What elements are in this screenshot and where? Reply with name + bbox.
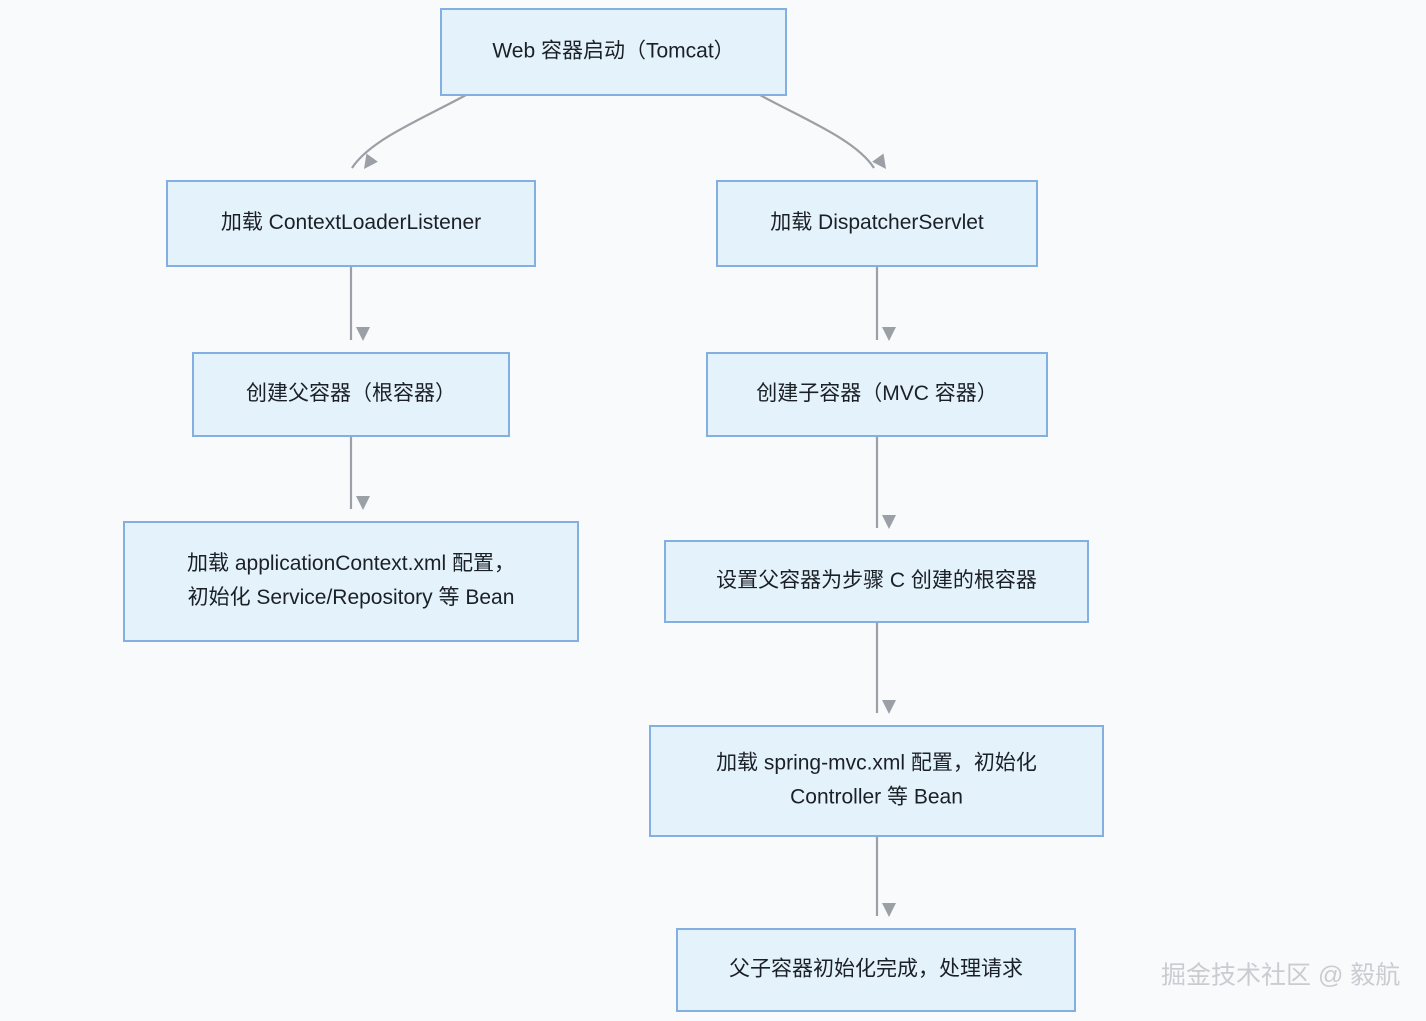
edge-arrowhead <box>882 903 896 917</box>
edges-layer <box>349 94 896 917</box>
node-set-parent[interactable]: 设置父容器为步骤 C 创建的根容器 <box>664 540 1089 623</box>
node-box[interactable] <box>706 352 1048 437</box>
node-label: Controller 等 Bean <box>790 786 963 809</box>
edge-arrowhead <box>882 515 896 529</box>
node-label: 初始化 Service/Repository 等 Bean <box>188 586 515 609</box>
edge-listener-to-root <box>349 266 370 341</box>
edge-line <box>759 94 875 169</box>
edge-start-to-listener <box>351 94 467 169</box>
edge-arrowhead <box>882 327 896 341</box>
node-box[interactable] <box>192 352 510 437</box>
node-box[interactable] <box>664 540 1089 623</box>
node-root-context[interactable]: 创建父容器（根容器） <box>192 352 510 437</box>
node-label: 创建子容器（MVC 容器） <box>756 382 998 405</box>
node-label: Web 容器启动（Tomcat） <box>492 40 734 63</box>
node-label: 加载 ContextLoaderListener <box>221 211 481 234</box>
node-box[interactable] <box>123 521 579 642</box>
node-dispatcher[interactable]: 加载 DispatcherServlet <box>716 180 1038 267</box>
watermark-label: 掘金技术社区 @ 毅航 <box>1161 962 1400 990</box>
edge-arrowhead <box>882 700 896 714</box>
node-box[interactable] <box>716 180 1038 267</box>
node-app-context-xml[interactable]: 加载 applicationContext.xml 配置， 初始化 Service… <box>123 521 579 642</box>
edge-dispatcher-to-child <box>875 266 896 341</box>
nodes-layer: Web 容器启动（Tomcat） 加载 ContextLoaderListener… <box>123 8 1104 1012</box>
edge-setparent-to-springmvc <box>875 622 896 714</box>
node-spring-mvc-xml[interactable]: 加载 spring-mvc.xml 配置，初始化 Controller 等 Bea… <box>649 725 1104 837</box>
node-label: 设置父容器为步骤 C 创建的根容器 <box>716 569 1037 592</box>
node-start[interactable]: Web 容器启动（Tomcat） <box>440 8 787 96</box>
node-child-context[interactable]: 创建子容器（MVC 容器） <box>706 352 1048 437</box>
node-label: 父子容器初始化完成，处理请求 <box>729 958 1023 981</box>
node-done[interactable]: 父子容器初始化完成，处理请求 <box>676 928 1076 1012</box>
edge-arrowhead <box>356 327 370 341</box>
node-box[interactable] <box>649 725 1104 837</box>
edge-child-to-setparent <box>875 436 896 529</box>
node-box[interactable] <box>676 928 1076 1012</box>
edge-start-to-dispatcher <box>759 94 886 169</box>
edge-line <box>351 94 467 169</box>
node-listener[interactable]: 加载 ContextLoaderListener <box>166 180 536 267</box>
edge-arrowhead <box>356 496 370 510</box>
edge-arrowhead <box>364 153 378 169</box>
node-box[interactable] <box>440 8 787 96</box>
node-label: 加载 DispatcherServlet <box>770 211 984 234</box>
node-box[interactable] <box>166 180 536 267</box>
node-label: 加载 applicationContext.xml 配置， <box>187 552 515 575</box>
edge-arrowhead <box>872 153 886 169</box>
edge-springmvc-to-done <box>875 836 896 917</box>
node-label: 创建父容器（根容器） <box>246 382 456 405</box>
node-label: 加载 spring-mvc.xml 配置，初始化 <box>716 752 1037 775</box>
edge-root-to-appcontext <box>349 436 370 510</box>
